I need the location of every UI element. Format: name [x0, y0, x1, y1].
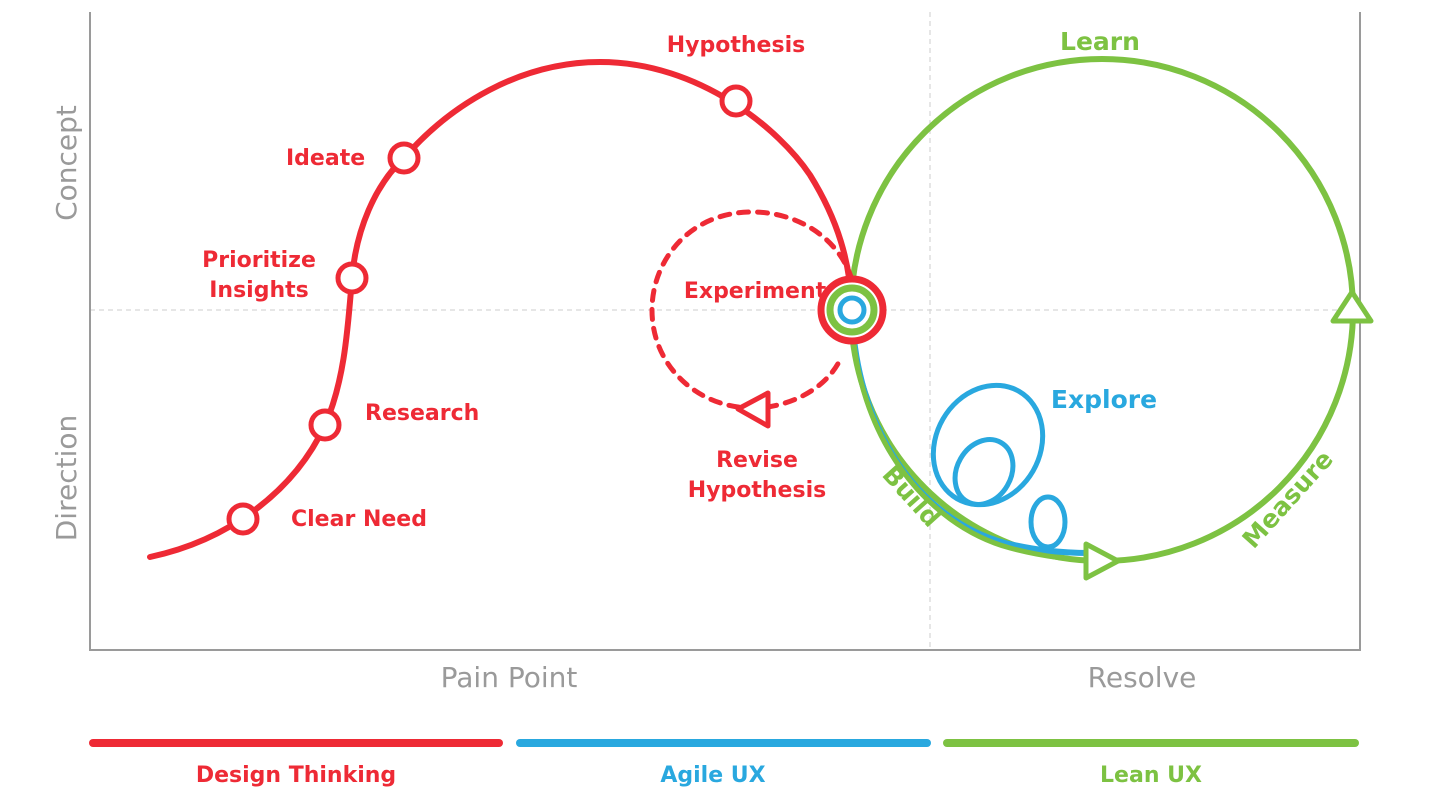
label-experiment: Experiment: [684, 279, 827, 304]
y-axis-label-concept: Concept: [50, 105, 83, 221]
node-ideate: [387, 141, 421, 175]
label-clear-need: Clear Need: [291, 507, 427, 532]
label-hypothesis: Hypothesis: [667, 33, 805, 58]
explore-loop-medium: [952, 437, 1016, 507]
node-clear-need: [226, 502, 260, 536]
y-axis-label-direction: Direction: [50, 415, 83, 542]
axes-frame: [89, 12, 1361, 651]
label-explore: Explore: [1051, 385, 1157, 414]
experiment-loop: [649, 209, 855, 411]
label-learn: Learn: [1060, 27, 1140, 56]
legend-label-lean-ux: Lean UX: [1100, 763, 1202, 788]
explore-loop-small: [1028, 494, 1068, 550]
legend-label-agile-ux: Agile UX: [660, 763, 765, 788]
node-hypothesis: [719, 84, 753, 118]
node-prioritize-insights: [335, 261, 369, 295]
label-revise: Revise: [716, 448, 798, 473]
label-insights: Insights: [209, 278, 309, 303]
measure-arrow-icon: [1330, 289, 1374, 324]
legend-label-design-thinking: Design Thinking: [196, 763, 396, 788]
node-research: [308, 408, 342, 442]
revise-arrow-icon: [735, 390, 771, 429]
hub-inner-blue: [837, 295, 867, 325]
build-segment: [849, 315, 1103, 564]
x-axis-label-pain-point: Pain Point: [441, 661, 578, 694]
build-arrow-icon: [1083, 541, 1121, 581]
label-ideate: Ideate: [286, 146, 365, 171]
agile-ux-path: [849, 307, 1093, 556]
explore-loop-large: [930, 382, 1046, 508]
label-revise-hypothesis: Hypothesis: [688, 478, 826, 503]
x-axis-label-resolve: Resolve: [1088, 661, 1197, 694]
label-measure: Measure: [1237, 445, 1339, 554]
label-research: Research: [365, 401, 479, 426]
label-prioritize: Prioritize: [202, 248, 316, 273]
